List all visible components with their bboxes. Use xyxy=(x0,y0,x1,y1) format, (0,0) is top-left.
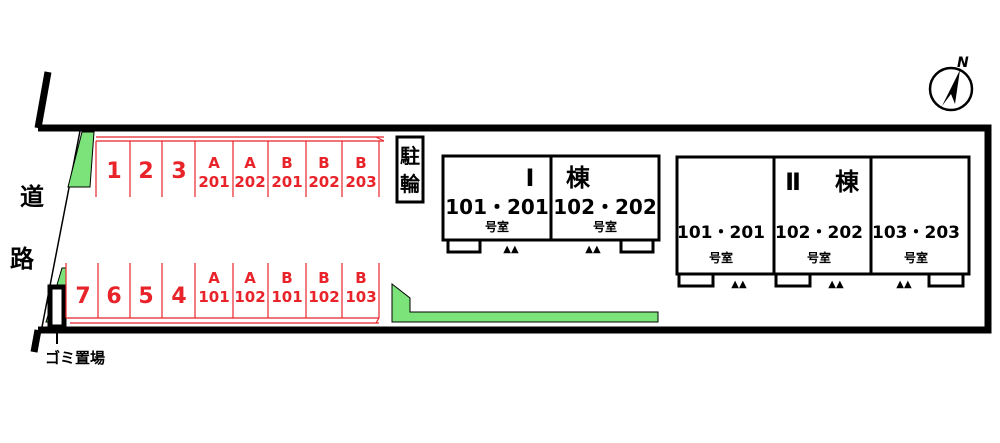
building-2-unit-3-label: 号室 xyxy=(904,250,928,265)
bicycle-char-1: 駐 xyxy=(400,144,420,168)
bicycle-parking: 駐 輪 xyxy=(395,135,425,204)
parking-bottom-space-b103-letter: B xyxy=(355,269,366,287)
parking-bottom: 7 6 5 4 A 101 A 102 B 101 B 102 B 103 xyxy=(65,263,380,324)
building-2-unit-1-label: 号室 xyxy=(709,250,733,265)
road-char-1: 道 xyxy=(20,183,44,211)
parking-top: 1 2 3 A 201 A 202 B 201 B 202 B 203 xyxy=(95,136,385,197)
building-1-entrance-1-icon: ▲▲ xyxy=(503,244,519,255)
garbage-area: ゴミ置場 xyxy=(45,284,105,367)
parking-top-space-8-letter: B xyxy=(355,154,366,172)
road-label: 道 路 xyxy=(10,183,44,273)
bicycle-char-2: 輪 xyxy=(400,172,421,196)
building-2-suffix: 棟 xyxy=(835,168,860,196)
north-arrow-icon xyxy=(942,70,960,106)
building-2-entrance-2-icon: ▲▲ xyxy=(828,279,844,290)
building-1-unit-2-rooms: 102・202 xyxy=(553,195,657,219)
building-2-name: Ⅱ xyxy=(785,168,801,196)
building-1-unit-2-label: 号室 xyxy=(593,219,617,234)
building-1-entrance-2-icon: ▲▲ xyxy=(585,244,601,255)
compass: N xyxy=(928,55,974,112)
building-1-step-1 xyxy=(446,238,482,254)
parking-bottom-space-6: 6 xyxy=(106,284,121,309)
building-2-step-3 xyxy=(927,272,965,288)
garbage-box xyxy=(47,284,67,330)
building-2-unit-1-rooms: 101・201 xyxy=(677,223,765,243)
parking-top-space-5-letter: A xyxy=(244,154,256,172)
parking-top-space-3: 3 xyxy=(171,159,186,184)
green-area-bottom xyxy=(391,282,659,323)
parking-top-space-6-number: 201 xyxy=(271,173,302,191)
building-2-unit-2-rooms: 102・202 xyxy=(775,223,863,243)
parking-bottom-space-a101-number: 101 xyxy=(198,288,229,306)
parking-bottom-space-a102-letter: A xyxy=(244,269,256,287)
parking-top-space-1: 1 xyxy=(106,159,121,184)
building-2-outline xyxy=(675,155,971,276)
parking-bottom-space-4: 4 xyxy=(171,284,186,309)
building-1-suffix: 棟 xyxy=(566,164,591,192)
building-1-unit-1-rooms: 101・201 xyxy=(445,195,549,219)
parking-bottom-space-b103-number: 103 xyxy=(345,288,376,306)
parking-top-space-7-letter: B xyxy=(318,154,329,172)
green-area-top-left xyxy=(67,131,95,188)
parking-top-space-6-letter: B xyxy=(281,154,292,172)
parking-bottom-space-b101-number: 101 xyxy=(271,288,302,306)
parking-bottom-space-b102-number: 102 xyxy=(308,288,339,306)
building-2-entrance-1-icon: ▲▲ xyxy=(731,279,747,290)
building-1-step-2 xyxy=(619,238,655,254)
building-2: Ⅱ 棟 101・201 号室 102・202 号室 103・203 号室 ▲▲ … xyxy=(675,155,971,290)
bicycle-parking-box xyxy=(395,135,425,204)
building-2-unit-2-label: 号室 xyxy=(807,250,831,265)
building-1: Ⅰ 棟 101・201 号室 102・202 号室 ▲▲ ▲▲ xyxy=(441,154,661,255)
building-2-unit-3-rooms: 103・203 xyxy=(872,223,960,243)
building-1-unit-1-label: 号室 xyxy=(485,219,509,234)
compass-north-label: N xyxy=(957,55,969,71)
parking-top-space-8-number: 203 xyxy=(345,173,376,191)
building-2-step-1 xyxy=(677,272,715,288)
parking-top-space-7-number: 202 xyxy=(308,173,339,191)
parking-top-space-4-letter: A xyxy=(208,154,220,172)
building-2-entrance-3-icon: ▲▲ xyxy=(896,279,912,290)
parking-bottom-space-b102-letter: B xyxy=(318,269,329,287)
garbage-label: ゴミ置場 xyxy=(45,349,105,367)
road-char-2: 路 xyxy=(10,245,35,273)
building-1-name: Ⅰ xyxy=(526,164,535,192)
parking-bottom-space-b101-letter: B xyxy=(281,269,292,287)
parking-bottom-space-a101-letter: A xyxy=(208,269,220,287)
parking-top-space-2: 2 xyxy=(138,159,153,184)
building-2-step-2 xyxy=(774,272,812,288)
parking-bottom-space-7: 7 xyxy=(75,284,90,309)
parking-bottom-space-5: 5 xyxy=(138,284,153,309)
parking-top-space-5-number: 202 xyxy=(234,173,265,191)
parking-bottom-space-a102-number: 102 xyxy=(234,288,265,306)
parking-top-space-4-number: 201 xyxy=(198,173,229,191)
